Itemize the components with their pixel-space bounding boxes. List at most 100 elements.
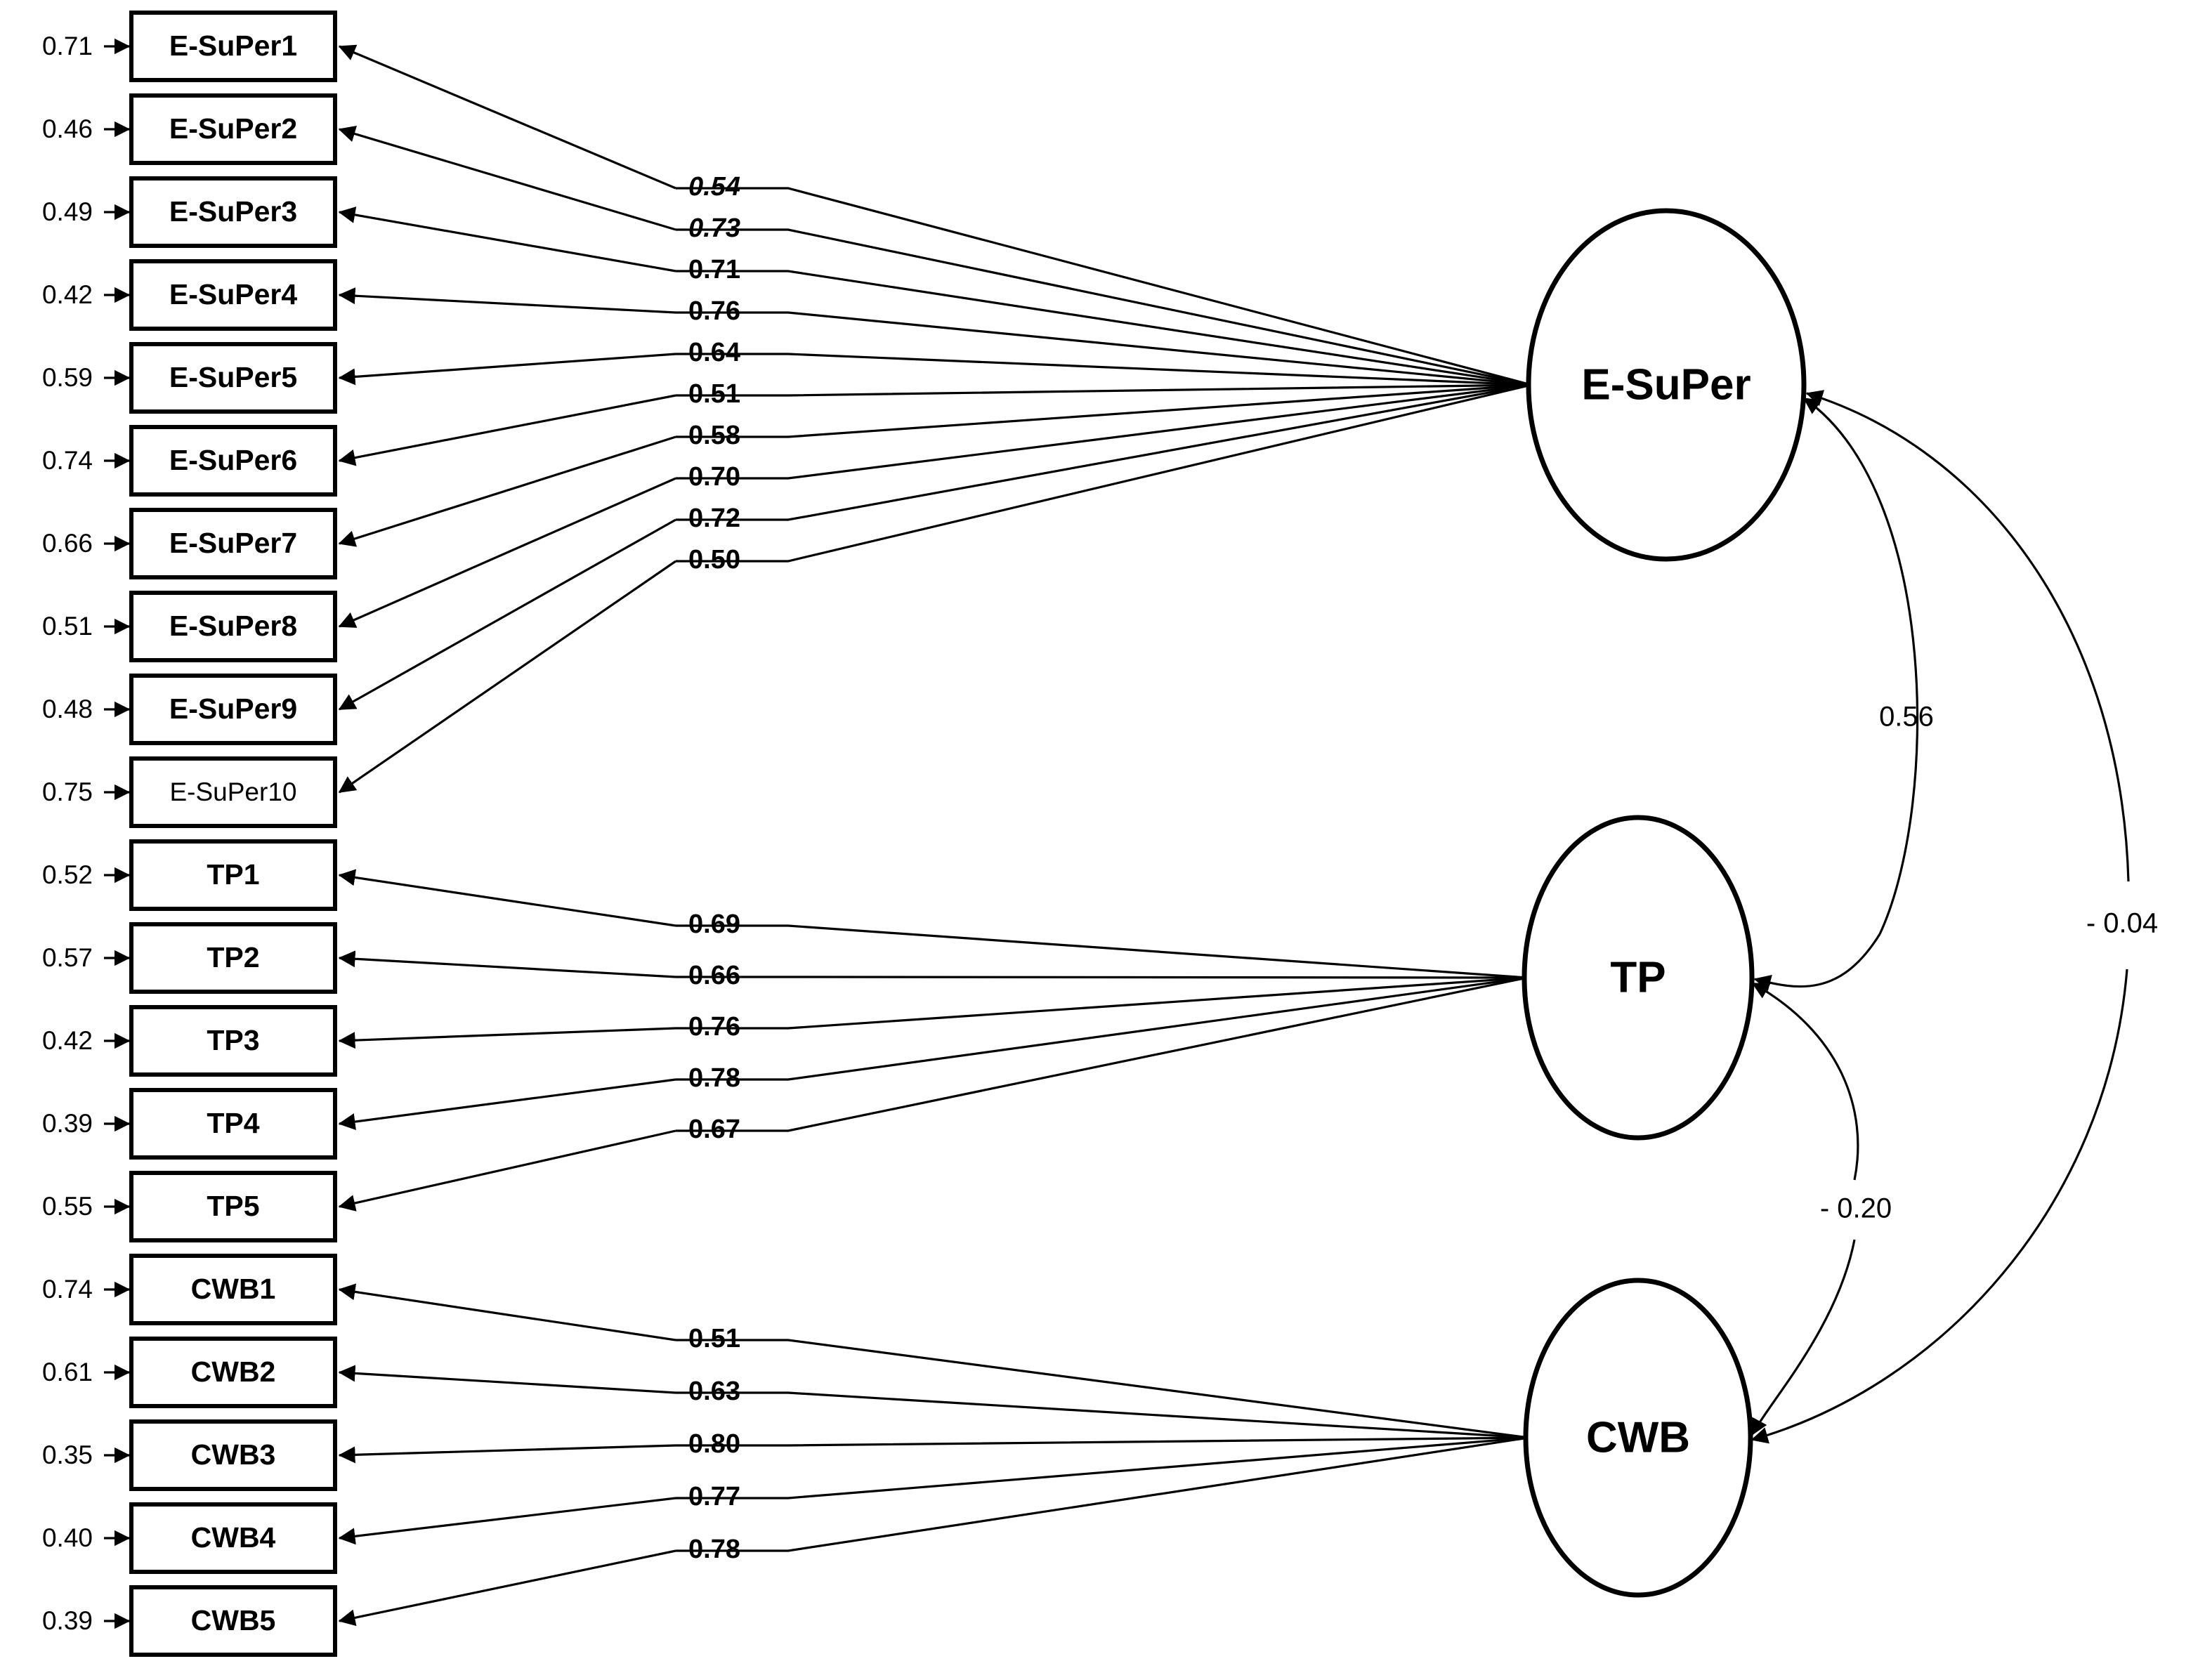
indicator-label-e-super2: E-SuPer2: [169, 112, 297, 145]
indicator-label-cwb3: CWB3: [191, 1438, 276, 1471]
edges-layer: [339, 46, 2130, 1621]
error-variance-tp2: 0.57: [42, 943, 93, 972]
loading-path-e-super6: [339, 383, 1532, 461]
error-variance-tp1: 0.52: [42, 860, 93, 889]
indicator-box-e-super10[interactable]: [129, 756, 337, 828]
error-variance-e-super9: 0.48: [42, 695, 93, 723]
loading-value-e-super6: 0.51: [688, 379, 740, 409]
indicator-box-e-super1[interactable]: [129, 11, 337, 82]
indicator-box-cwb3[interactable]: [129, 1419, 337, 1491]
indicator-box-tp3[interactable]: [129, 1005, 337, 1077]
indicator-box-e-super2[interactable]: [129, 93, 337, 165]
indicator-box-e-super5[interactable]: [129, 342, 337, 414]
correlation-arc-esuper-cwb-lower: [1751, 969, 2128, 1444]
loading-value-e-super7: 0.58: [688, 421, 740, 450]
error-variance-e-super3: 0.49: [42, 197, 93, 226]
loading-path-cwb3: [339, 1436, 1529, 1455]
latent-ellipse-tp[interactable]: [1522, 815, 1755, 1141]
error-variance-e-super4: 0.42: [42, 280, 93, 309]
indicator-label-e-super10: E-SuPer10: [170, 777, 297, 806]
indicator-label-e-super1: E-SuPer1: [169, 29, 297, 62]
indicator-box-e-super6[interactable]: [129, 425, 337, 497]
loading-path-cwb2: [339, 1372, 1529, 1439]
loading-value-e-super1: 0.54: [688, 172, 740, 202]
indicator-label-cwb2: CWB2: [191, 1356, 276, 1388]
indicator-box-tp2[interactable]: [129, 922, 337, 994]
loading-path-e-super3: [339, 212, 1532, 386]
error-variance-cwb2: 0.61: [42, 1358, 93, 1386]
loading-value-tp4: 0.78: [688, 1063, 740, 1093]
error-variance-cwb5: 0.39: [42, 1606, 93, 1635]
correlation-arc-esuper-tp-lower: [1753, 933, 1881, 992]
indicator-boxes-layer: E-SuPer1E-SuPer2E-SuPer3E-SuPer4E-SuPer5…: [129, 11, 337, 1657]
indicator-label-e-super6: E-SuPer6: [169, 444, 297, 476]
indicator-box-e-super4[interactable]: [129, 259, 337, 331]
loading-value-cwb5: 0.78: [688, 1535, 740, 1564]
indicator-box-e-super8[interactable]: [129, 591, 337, 662]
loading-path-tp4: [339, 976, 1528, 1124]
error-variance-e-super6: 0.74: [42, 446, 93, 475]
indicator-label-e-super8: E-SuPer8: [169, 610, 297, 642]
correlation-arc-esuper-cwb-upper: [1805, 390, 2130, 882]
correlation-arc-tp-cwb-upper: [1751, 982, 1859, 1181]
indicator-box-cwb4[interactable]: [129, 1502, 337, 1574]
loading-value-e-super10: 0.50: [688, 545, 740, 575]
indicator-label-e-super7: E-SuPer7: [169, 527, 297, 559]
loading-path-e-super10: [339, 383, 1532, 792]
indicator-label-tp4: TP4: [207, 1107, 259, 1139]
loading-value-e-super5: 0.64: [688, 338, 740, 367]
indicator-box-e-super7[interactable]: [129, 508, 337, 579]
loading-path-cwb4: [339, 1436, 1529, 1538]
correlation-value-tp-cwb: - 0.20: [1820, 1193, 1892, 1224]
loading-value-cwb1: 0.51: [688, 1324, 740, 1353]
loading-value-cwb4: 0.77: [688, 1482, 740, 1511]
loading-value-e-super2: 0.73: [688, 214, 740, 243]
loading-path-tp2: [339, 958, 1528, 979]
correlation-arc-esuper-tp-upper: [1802, 397, 1919, 935]
error-variance-cwb1: 0.74: [42, 1275, 93, 1304]
error-variance-e-super1: 0.71: [42, 32, 93, 60]
loading-path-e-super1: [339, 46, 1532, 386]
labels-layer: 0.710.540.460.730.490.710.420.760.590.64…: [42, 32, 2158, 1635]
loading-path-tp3: [339, 976, 1528, 1041]
loading-value-e-super4: 0.76: [688, 296, 740, 326]
indicator-label-tp2: TP2: [207, 941, 259, 973]
indicator-label-e-super9: E-SuPer9: [169, 693, 297, 725]
indicator-box-tp1[interactable]: [129, 839, 337, 911]
latent-ellipse-cwb[interactable]: [1523, 1278, 1753, 1598]
correlation-arc-tp-cwb-lower: [1751, 1239, 1856, 1436]
indicator-label-cwb5: CWB5: [191, 1604, 276, 1636]
latent-label-tp: TP: [1610, 953, 1666, 1002]
latent-ellipse-esuper[interactable]: [1526, 208, 1807, 562]
loading-value-tp2: 0.66: [688, 961, 740, 990]
loading-path-cwb1: [339, 1289, 1529, 1439]
indicator-box-tp4[interactable]: [129, 1088, 337, 1160]
error-variance-cwb3: 0.35: [42, 1441, 93, 1469]
loading-path-e-super9: [339, 383, 1532, 709]
correlation-value-esuper-cwb: - 0.04: [2086, 908, 2158, 939]
loading-value-tp1: 0.69: [688, 910, 740, 939]
indicator-box-e-super3[interactable]: [129, 176, 337, 248]
loading-value-e-super3: 0.71: [688, 255, 740, 284]
error-variance-e-super7: 0.66: [42, 529, 93, 558]
loading-path-cwb5: [339, 1436, 1529, 1621]
indicator-box-cwb5[interactable]: [129, 1585, 337, 1657]
indicator-label-cwb4: CWB4: [191, 1521, 276, 1554]
loading-path-e-super4: [339, 295, 1532, 386]
indicator-label-cwb1: CWB1: [191, 1273, 276, 1305]
indicator-box-e-super9[interactable]: [129, 674, 337, 745]
error-variance-tp5: 0.55: [42, 1192, 93, 1221]
error-variance-e-super10: 0.75: [42, 777, 93, 806]
indicator-box-tp5[interactable]: [129, 1171, 337, 1242]
error-variance-tp3: 0.42: [42, 1026, 93, 1055]
loading-path-e-super7: [339, 383, 1532, 544]
error-variance-e-super2: 0.46: [42, 114, 93, 143]
latent-label-cwb: CWB: [1586, 1413, 1690, 1462]
indicator-label-e-super3: E-SuPer3: [169, 195, 297, 228]
indicator-box-cwb1[interactable]: [129, 1254, 337, 1325]
loading-path-e-super8: [339, 383, 1532, 626]
loading-value-cwb3: 0.80: [688, 1429, 740, 1459]
indicator-box-cwb2[interactable]: [129, 1337, 337, 1408]
